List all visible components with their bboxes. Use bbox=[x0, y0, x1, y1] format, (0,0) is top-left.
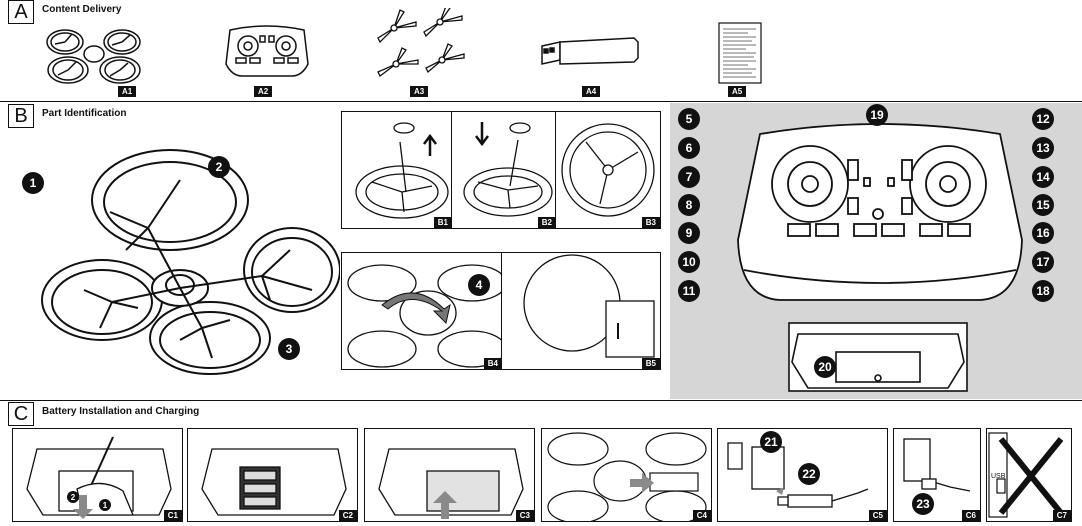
controller-front-illustration bbox=[737, 123, 1023, 301]
callout-19: 19 bbox=[866, 104, 888, 126]
section-b-header: B Part Identification bbox=[8, 104, 127, 128]
section-title: Battery Installation and Charging bbox=[42, 405, 200, 417]
callout-11: 11 bbox=[678, 280, 700, 302]
panel-b2: B2 bbox=[451, 111, 557, 229]
callout-4: 4 bbox=[468, 274, 490, 296]
panel-label-c1: C1 bbox=[163, 510, 182, 521]
panel-c4: C4 bbox=[541, 428, 712, 522]
usb-charger-illustration bbox=[541, 37, 639, 65]
callout-6: 6 bbox=[678, 137, 700, 159]
panel-c5: 21 22 C5 bbox=[717, 428, 888, 522]
panel-b1: B1 bbox=[341, 111, 453, 229]
controller-back-illustration bbox=[788, 322, 968, 392]
step-2-callout: 2 bbox=[67, 491, 79, 503]
callout-14: 14 bbox=[1032, 166, 1054, 188]
panel-label-c6: C6 bbox=[961, 510, 980, 521]
callout-2: 2 bbox=[208, 156, 230, 178]
panel-b3: B3 bbox=[555, 111, 661, 229]
panel-c2: C2 bbox=[187, 428, 358, 522]
panel-b5: B5 bbox=[501, 252, 661, 370]
usb-port-text: USB bbox=[991, 473, 1006, 480]
callout-3: 3 bbox=[278, 338, 300, 360]
section-c-header: C Battery Installation and Charging bbox=[8, 402, 200, 426]
section-letter: C bbox=[8, 402, 34, 426]
panel-label-b2: B2 bbox=[537, 217, 556, 228]
mini-drone-illustration bbox=[46, 29, 141, 84]
callout-15: 15 bbox=[1032, 194, 1054, 216]
panel-c6: 23 C6 bbox=[893, 428, 981, 522]
callout-23: 23 bbox=[912, 493, 934, 515]
section-letter: A bbox=[8, 0, 34, 24]
callout-17: 17 bbox=[1032, 251, 1054, 273]
panel-label-b3: B3 bbox=[641, 217, 660, 228]
manual-illustration bbox=[718, 22, 762, 84]
drone-part-illustration bbox=[41, 149, 340, 375]
callout-8: 8 bbox=[678, 194, 700, 216]
panel-label-b5: B5 bbox=[641, 358, 660, 369]
callout-16: 16 bbox=[1032, 222, 1054, 244]
callout-21: 21 bbox=[760, 431, 782, 453]
section-title: Part Identification bbox=[42, 107, 127, 119]
section-title: Content Delivery bbox=[42, 3, 122, 15]
panel-c1: 1 2 C1 bbox=[12, 428, 183, 522]
panel-label-b1: B1 bbox=[433, 217, 452, 228]
panel-label-c4: C4 bbox=[692, 510, 711, 521]
callout-12: 12 bbox=[1032, 108, 1054, 130]
panel-label-c2: C2 bbox=[338, 510, 357, 521]
callout-20: 20 bbox=[814, 356, 836, 378]
item-label-a5: A5 bbox=[728, 86, 747, 97]
panel-label-b4: B4 bbox=[483, 358, 502, 369]
section-a-header: A Content Delivery bbox=[8, 0, 122, 24]
section-divider bbox=[0, 400, 1082, 401]
panel-c3: C3 bbox=[364, 428, 535, 522]
step-1-callout: 1 bbox=[99, 499, 111, 511]
callout-1: 1 bbox=[22, 172, 44, 194]
panel-b4: B4 bbox=[341, 252, 503, 370]
callout-7: 7 bbox=[678, 166, 700, 188]
section-divider bbox=[0, 101, 1082, 102]
item-label-a1: A1 bbox=[118, 86, 137, 97]
item-label-a4: A4 bbox=[582, 86, 601, 97]
panel-label-c3: C3 bbox=[515, 510, 534, 521]
remote-controller-illustration bbox=[225, 25, 309, 77]
item-label-a3: A3 bbox=[410, 86, 429, 97]
section-letter: B bbox=[8, 104, 34, 128]
item-label-a2: A2 bbox=[254, 86, 273, 97]
callout-9: 9 bbox=[678, 222, 700, 244]
propellers-illustration bbox=[377, 8, 465, 77]
callout-13: 13 bbox=[1032, 137, 1054, 159]
callout-5: 5 bbox=[678, 108, 700, 130]
panel-label-c5: C5 bbox=[868, 510, 887, 521]
callout-22: 22 bbox=[798, 463, 820, 485]
callout-18: 18 bbox=[1032, 280, 1054, 302]
panel-label-c7: C7 bbox=[1052, 510, 1071, 521]
callout-10: 10 bbox=[678, 251, 700, 273]
panel-c7: USB C7 bbox=[986, 428, 1072, 522]
